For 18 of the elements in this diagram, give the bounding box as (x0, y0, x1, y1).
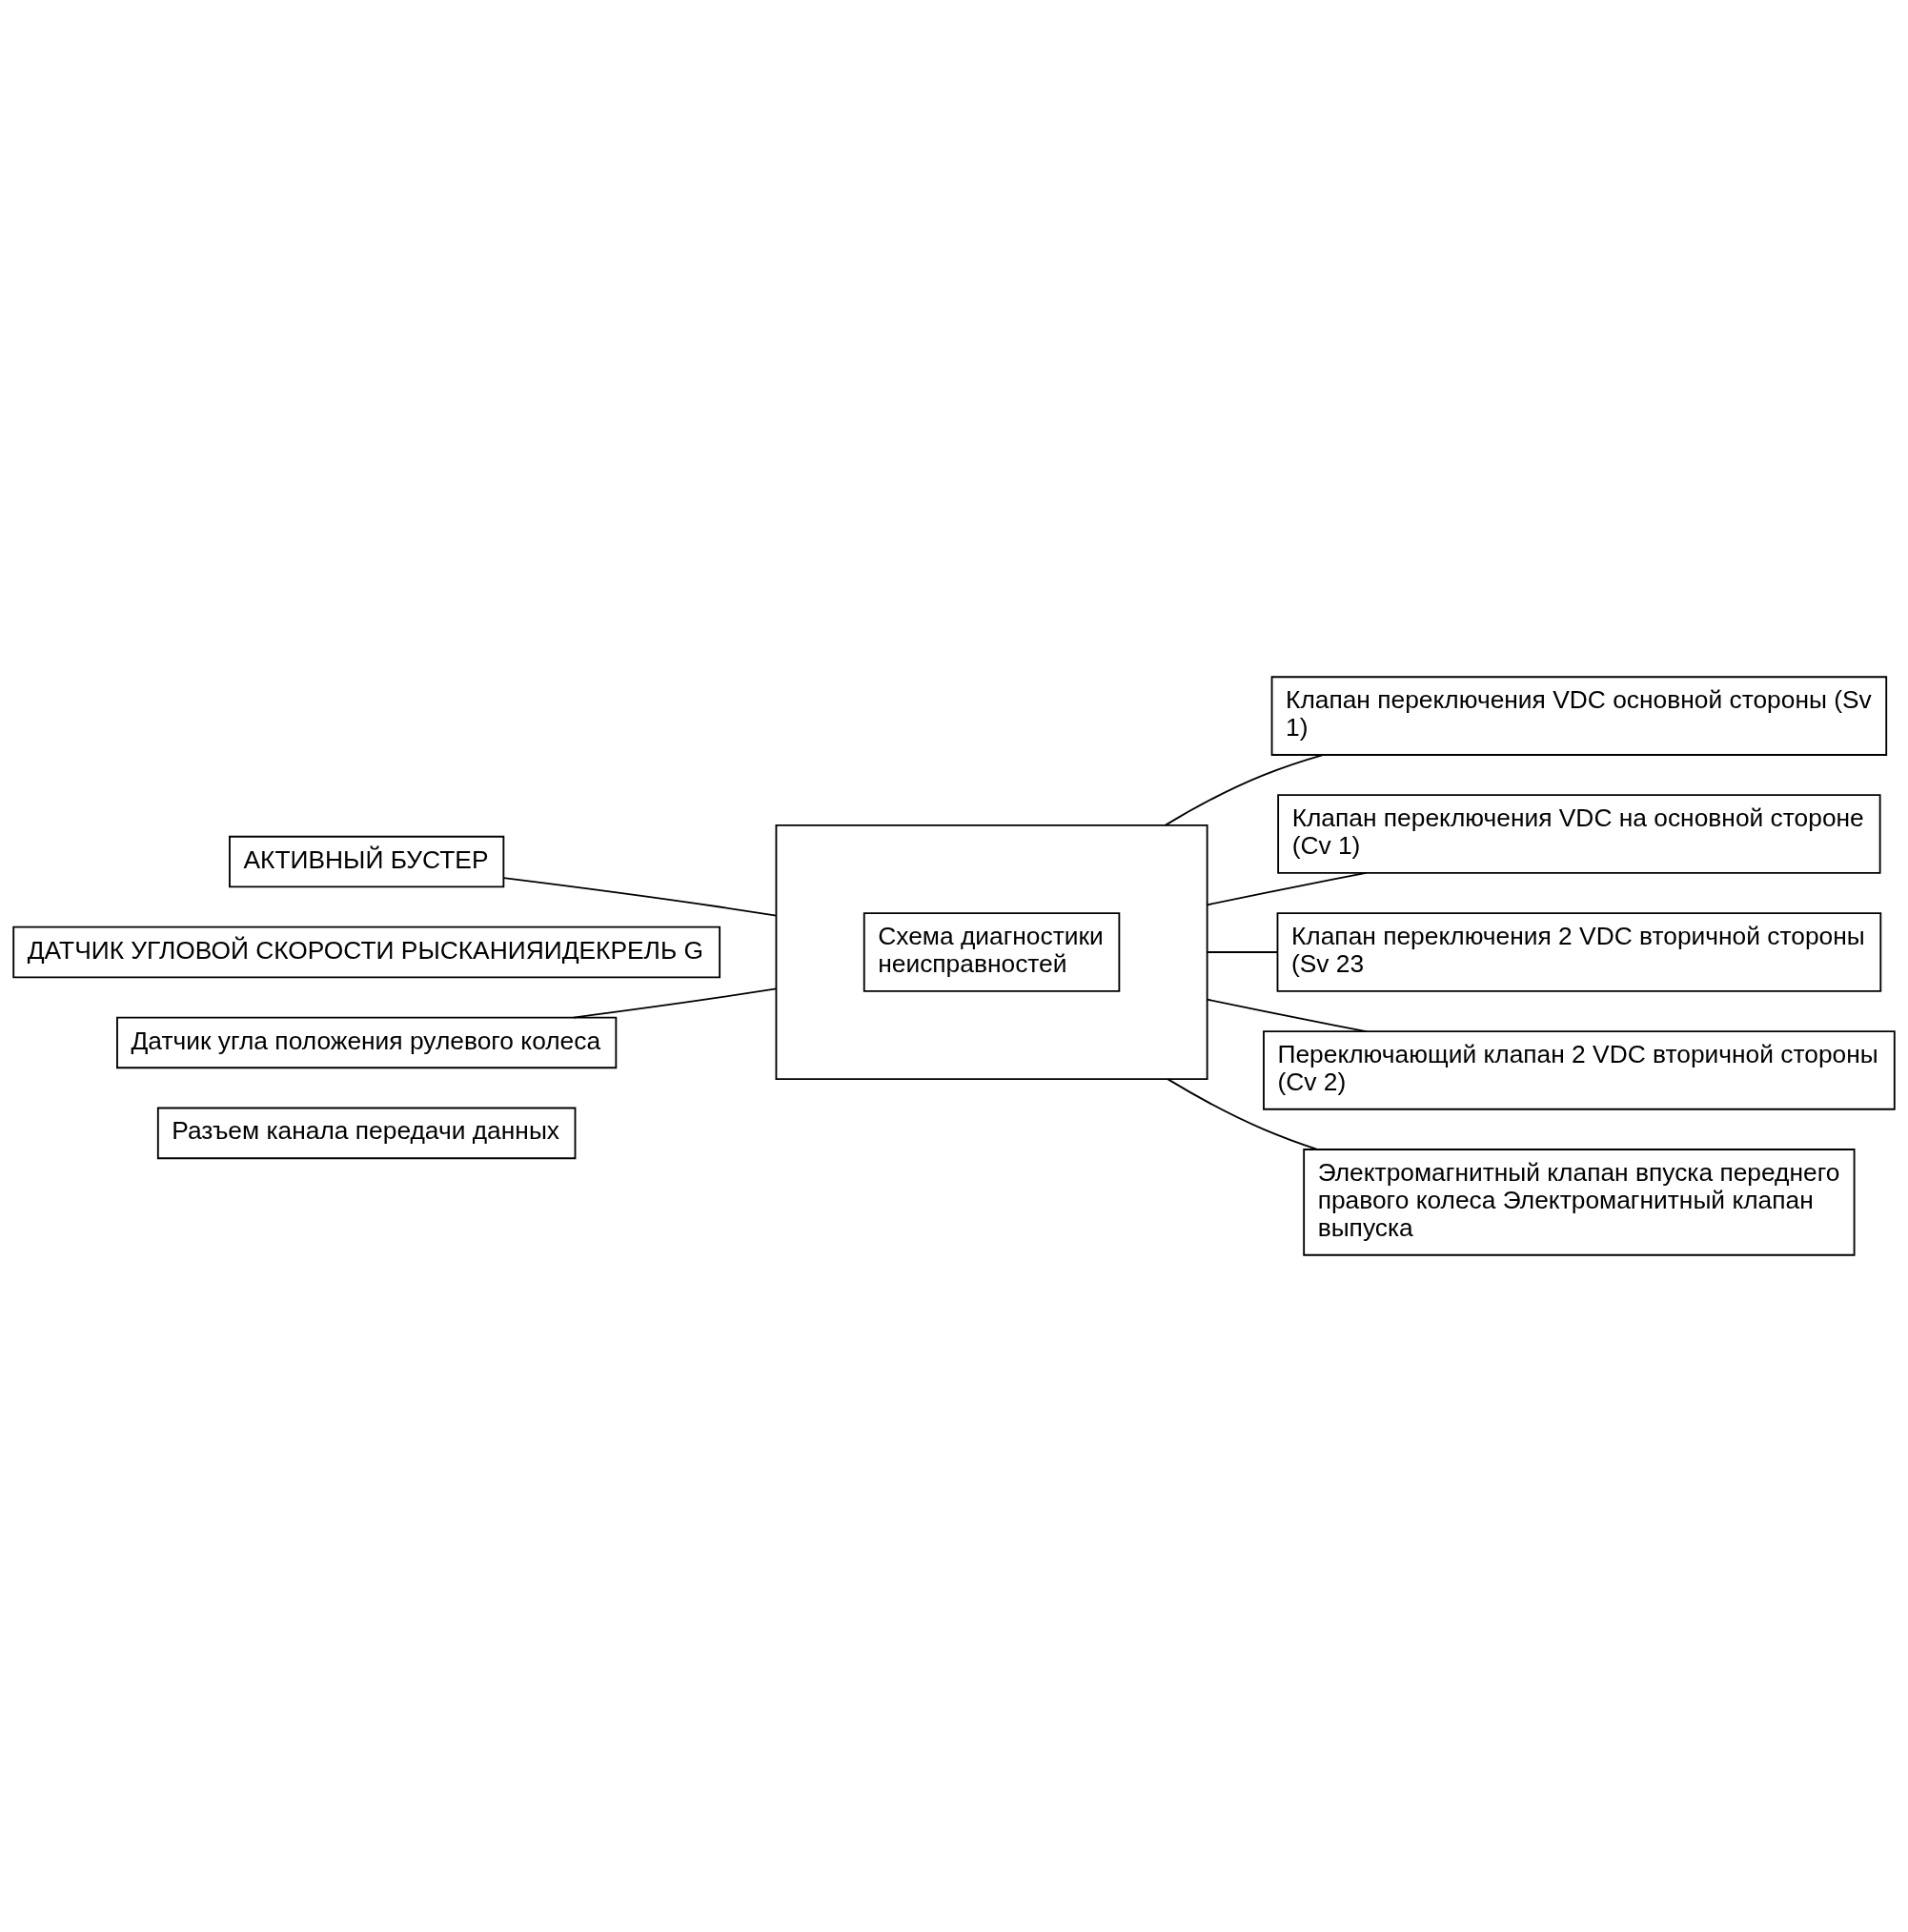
node-box: Разъем канала передачи данных (156, 1107, 577, 1160)
connector (572, 987, 778, 1019)
node-box: Клапан переключения VDC на основной стороне (Cv 1) (1277, 794, 1881, 874)
connector (1167, 1078, 1318, 1150)
connector (502, 877, 778, 917)
connector (1206, 951, 1279, 953)
node-box: Клапан переключения VDC основной стороны (Sv 1) (1270, 676, 1888, 756)
cluster (775, 824, 1208, 1081)
node-box: Переключающий клапан 2 VDC вторичной стороны (Cv 2) (1263, 1030, 1896, 1110)
connector (1206, 998, 1368, 1032)
node-box: Датчик угла положения рулевого колеса (116, 1016, 618, 1069)
connector (1206, 872, 1368, 906)
node-box: ДАТЧИК УГЛОВОЙ СКОРОСТИ РЫСКАНИЯИДЕКРЕЛЬ G (12, 925, 721, 979)
node-box: АКТИВНЫЙ БУСТЕР (229, 835, 505, 888)
node-box: Схема диагностики неисправностей (863, 912, 1121, 992)
node-box: Клапан переключения 2 VDC вторичной стороны (Sv 23 (1276, 912, 1882, 992)
node-box: Электромагнитный клапан впуска переднего правого колеса Электромагнитный клапан выпуска (1303, 1149, 1856, 1256)
connector (1164, 754, 1324, 826)
